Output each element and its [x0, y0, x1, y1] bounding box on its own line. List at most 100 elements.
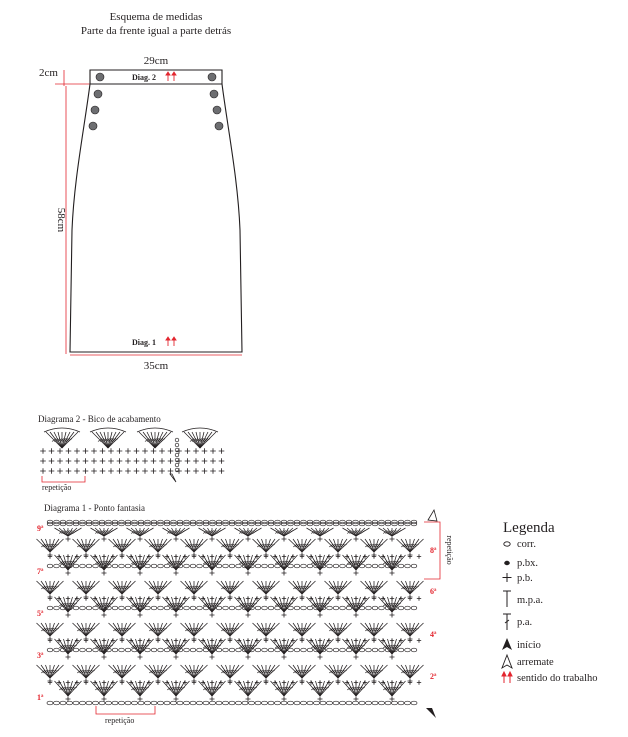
double-crochet-bar — [338, 543, 343, 548]
double-crochet-bar — [173, 560, 179, 565]
chain-stitch — [105, 647, 112, 653]
double-crochet-bar — [137, 686, 143, 691]
double-crochet-bar — [140, 530, 145, 534]
single-crochet-stitch — [380, 680, 386, 685]
chain-stitch — [111, 563, 119, 569]
double-crochet-bar — [371, 543, 377, 548]
double-crochet-bar — [124, 669, 129, 674]
double-crochet-bar — [187, 627, 192, 632]
single-crochet-stitch — [56, 638, 62, 643]
single-crochet-stitch — [56, 596, 62, 601]
chain-stitch — [267, 519, 275, 525]
diag2-label: Diag. 2 — [132, 73, 156, 82]
double-crochet-bar — [63, 686, 68, 691]
double-crochet-bar — [331, 543, 336, 548]
chain-stitch — [339, 647, 346, 653]
double-crochet-bar — [320, 644, 325, 649]
single-crochet-stitch — [137, 696, 143, 702]
chain-stitch — [150, 519, 158, 525]
double-crochet-bar — [203, 438, 209, 442]
single-crochet-stitch — [326, 554, 332, 559]
double-crochet-bar — [261, 627, 266, 632]
single-crochet-stitch — [164, 680, 170, 685]
chain-stitch — [183, 647, 190, 653]
double-crochet-bar — [216, 560, 221, 565]
double-crochet-bar — [351, 602, 356, 607]
diagram2-symbols — [40, 427, 225, 483]
double-crochet-bar — [142, 530, 147, 534]
double-crochet-bar — [122, 585, 127, 590]
double-crochet-bar — [189, 585, 194, 590]
double-crochet-bar — [45, 669, 50, 674]
double-crochet-bar — [108, 530, 113, 534]
double-crochet-bar — [223, 543, 228, 548]
double-crochet-bar — [407, 669, 413, 674]
double-crochet-bar — [353, 602, 359, 607]
double-crochet-bar — [338, 627, 343, 632]
single-crochet-stitch — [133, 458, 140, 464]
double-crochet-bar — [353, 530, 359, 534]
double-crochet-bar — [173, 686, 179, 691]
double-crochet-bar — [299, 543, 305, 548]
chain-stitch — [235, 519, 242, 525]
single-crochet-stitch — [99, 448, 106, 454]
single-crochet-stitch — [281, 612, 287, 618]
single-crochet-stitch — [173, 536, 179, 542]
double-crochet-bar — [392, 530, 397, 534]
double-crochet-bar — [171, 686, 176, 691]
double-crochet-bar — [103, 438, 109, 442]
double-crochet-bar — [266, 585, 271, 590]
double-crochet-bar — [133, 560, 138, 565]
single-crochet-stitch — [227, 638, 233, 643]
double-crochet-bar — [70, 560, 75, 565]
single-crochet-stitch — [210, 448, 216, 454]
single-crochet-stitch — [254, 554, 260, 559]
double-crochet-bar — [63, 560, 68, 565]
chain-stitch — [202, 700, 210, 706]
chain-stitch — [66, 700, 73, 706]
single-crochet-stitch — [101, 612, 107, 618]
single-crochet-stitch — [101, 536, 107, 542]
double-crochet-bar — [284, 686, 289, 691]
chain-stitch — [163, 700, 171, 706]
double-crochet-bar — [351, 644, 356, 649]
direction-arrows-icon — [165, 71, 177, 81]
chain-arc — [89, 427, 127, 433]
chain-stitch — [248, 700, 255, 706]
double-crochet-bar — [356, 530, 361, 534]
double-crochet-bar — [148, 438, 154, 442]
double-crochet-bar — [317, 602, 323, 607]
chain-stitch — [254, 605, 262, 611]
chain-stitch — [85, 605, 93, 611]
chain-stitch — [319, 519, 327, 525]
double-crochet-bar — [288, 686, 293, 691]
chain-stitch — [261, 519, 268, 525]
single-crochet-stitch — [110, 596, 116, 601]
chain-stitch — [332, 521, 340, 527]
chain-stitch — [345, 700, 353, 706]
chain-stitch — [124, 647, 132, 653]
single-crochet-stitch — [184, 448, 191, 454]
double-crochet-bar — [410, 669, 415, 674]
single-crochet-stitch — [101, 638, 107, 643]
double-crochet-bar — [331, 627, 336, 632]
single-crochet-stitch — [184, 468, 191, 474]
double-crochet-bar — [122, 669, 127, 674]
double-crochet-bar — [295, 543, 300, 548]
chain-stitch — [72, 605, 80, 611]
measurement-schema: Esquema de medidas Parte da frente igual… — [39, 11, 243, 372]
single-crochet-stitch — [245, 638, 251, 643]
double-crochet-bar — [263, 669, 269, 674]
double-crochet-bar — [90, 543, 95, 548]
double-crochet-bar — [248, 530, 253, 534]
double-crochet-bar — [54, 627, 59, 632]
double-crochet-bar — [322, 560, 327, 565]
double-crochet-bar — [367, 627, 372, 632]
chain-stitch — [174, 462, 180, 468]
double-crochet-bar — [405, 669, 410, 674]
chain-stitch — [241, 519, 249, 525]
chain-stitch — [352, 519, 359, 525]
double-crochet-bar — [57, 438, 63, 442]
double-crochet-bar — [70, 530, 75, 534]
double-crochet-bar — [302, 669, 307, 674]
